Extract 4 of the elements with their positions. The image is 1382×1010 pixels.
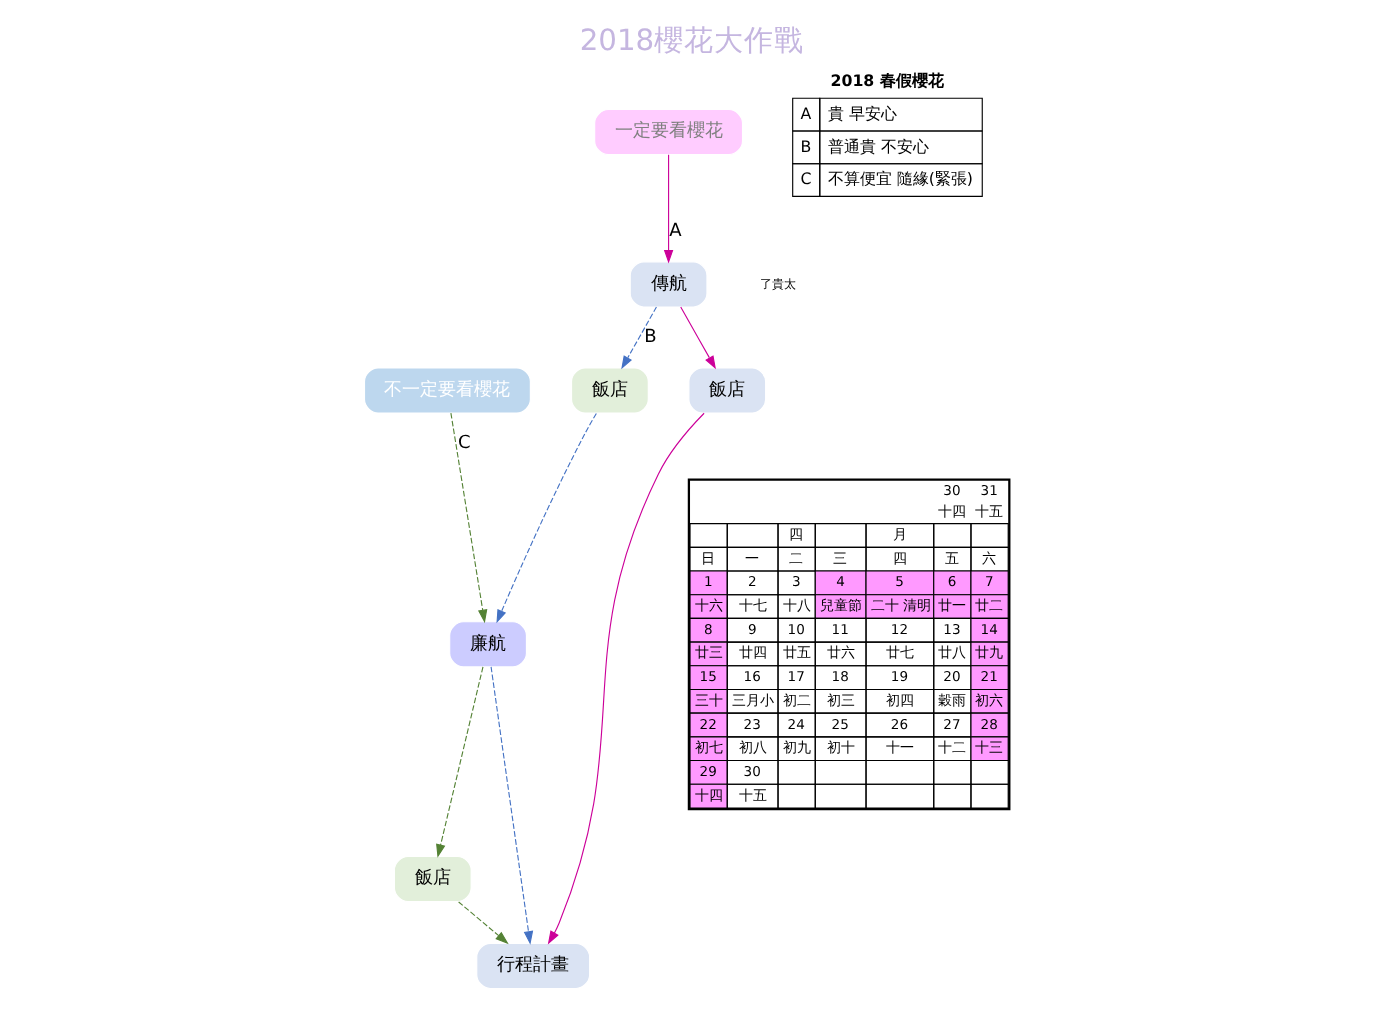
edge-label: C xyxy=(457,433,470,454)
diagram-title: 2018櫻花大作戰 xyxy=(578,23,804,58)
edge-label: B xyxy=(643,327,656,348)
edge-label: A xyxy=(668,221,681,242)
